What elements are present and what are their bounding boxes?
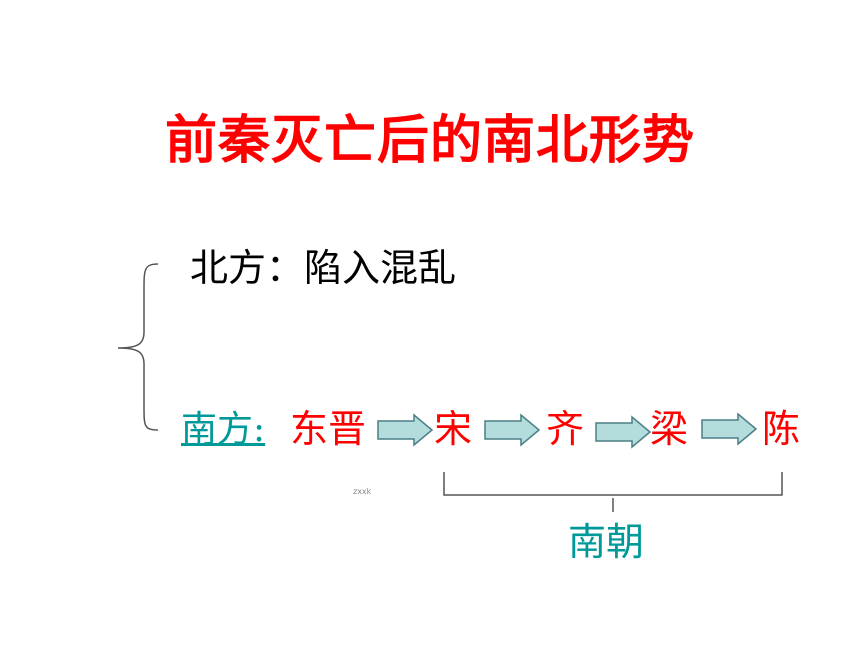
nanchao-label: 南朝 bbox=[568, 520, 645, 564]
dynasty-chen: 陈 bbox=[762, 407, 801, 451]
dynasty-qi: 齐 bbox=[546, 407, 585, 451]
south-label: 南方: bbox=[181, 409, 266, 450]
slide-title: 前秦灭亡后的南北形势 bbox=[164, 111, 695, 171]
watermark-text: zxxk bbox=[353, 487, 372, 496]
dynasty-dongjin: 东晋 bbox=[290, 407, 367, 451]
right-arrow-icon bbox=[484, 413, 541, 447]
right-arrow-icon bbox=[377, 413, 434, 447]
left-curly-brace-icon bbox=[117, 263, 159, 431]
dynasty-song: 宋 bbox=[434, 407, 473, 451]
right-arrow-icon bbox=[595, 415, 652, 449]
north-text: 北方：陷入混乱 bbox=[190, 246, 457, 290]
bracket-line bbox=[443, 472, 783, 512]
dynasty-liang: 梁 bbox=[650, 407, 689, 451]
right-arrow-icon bbox=[701, 412, 758, 446]
